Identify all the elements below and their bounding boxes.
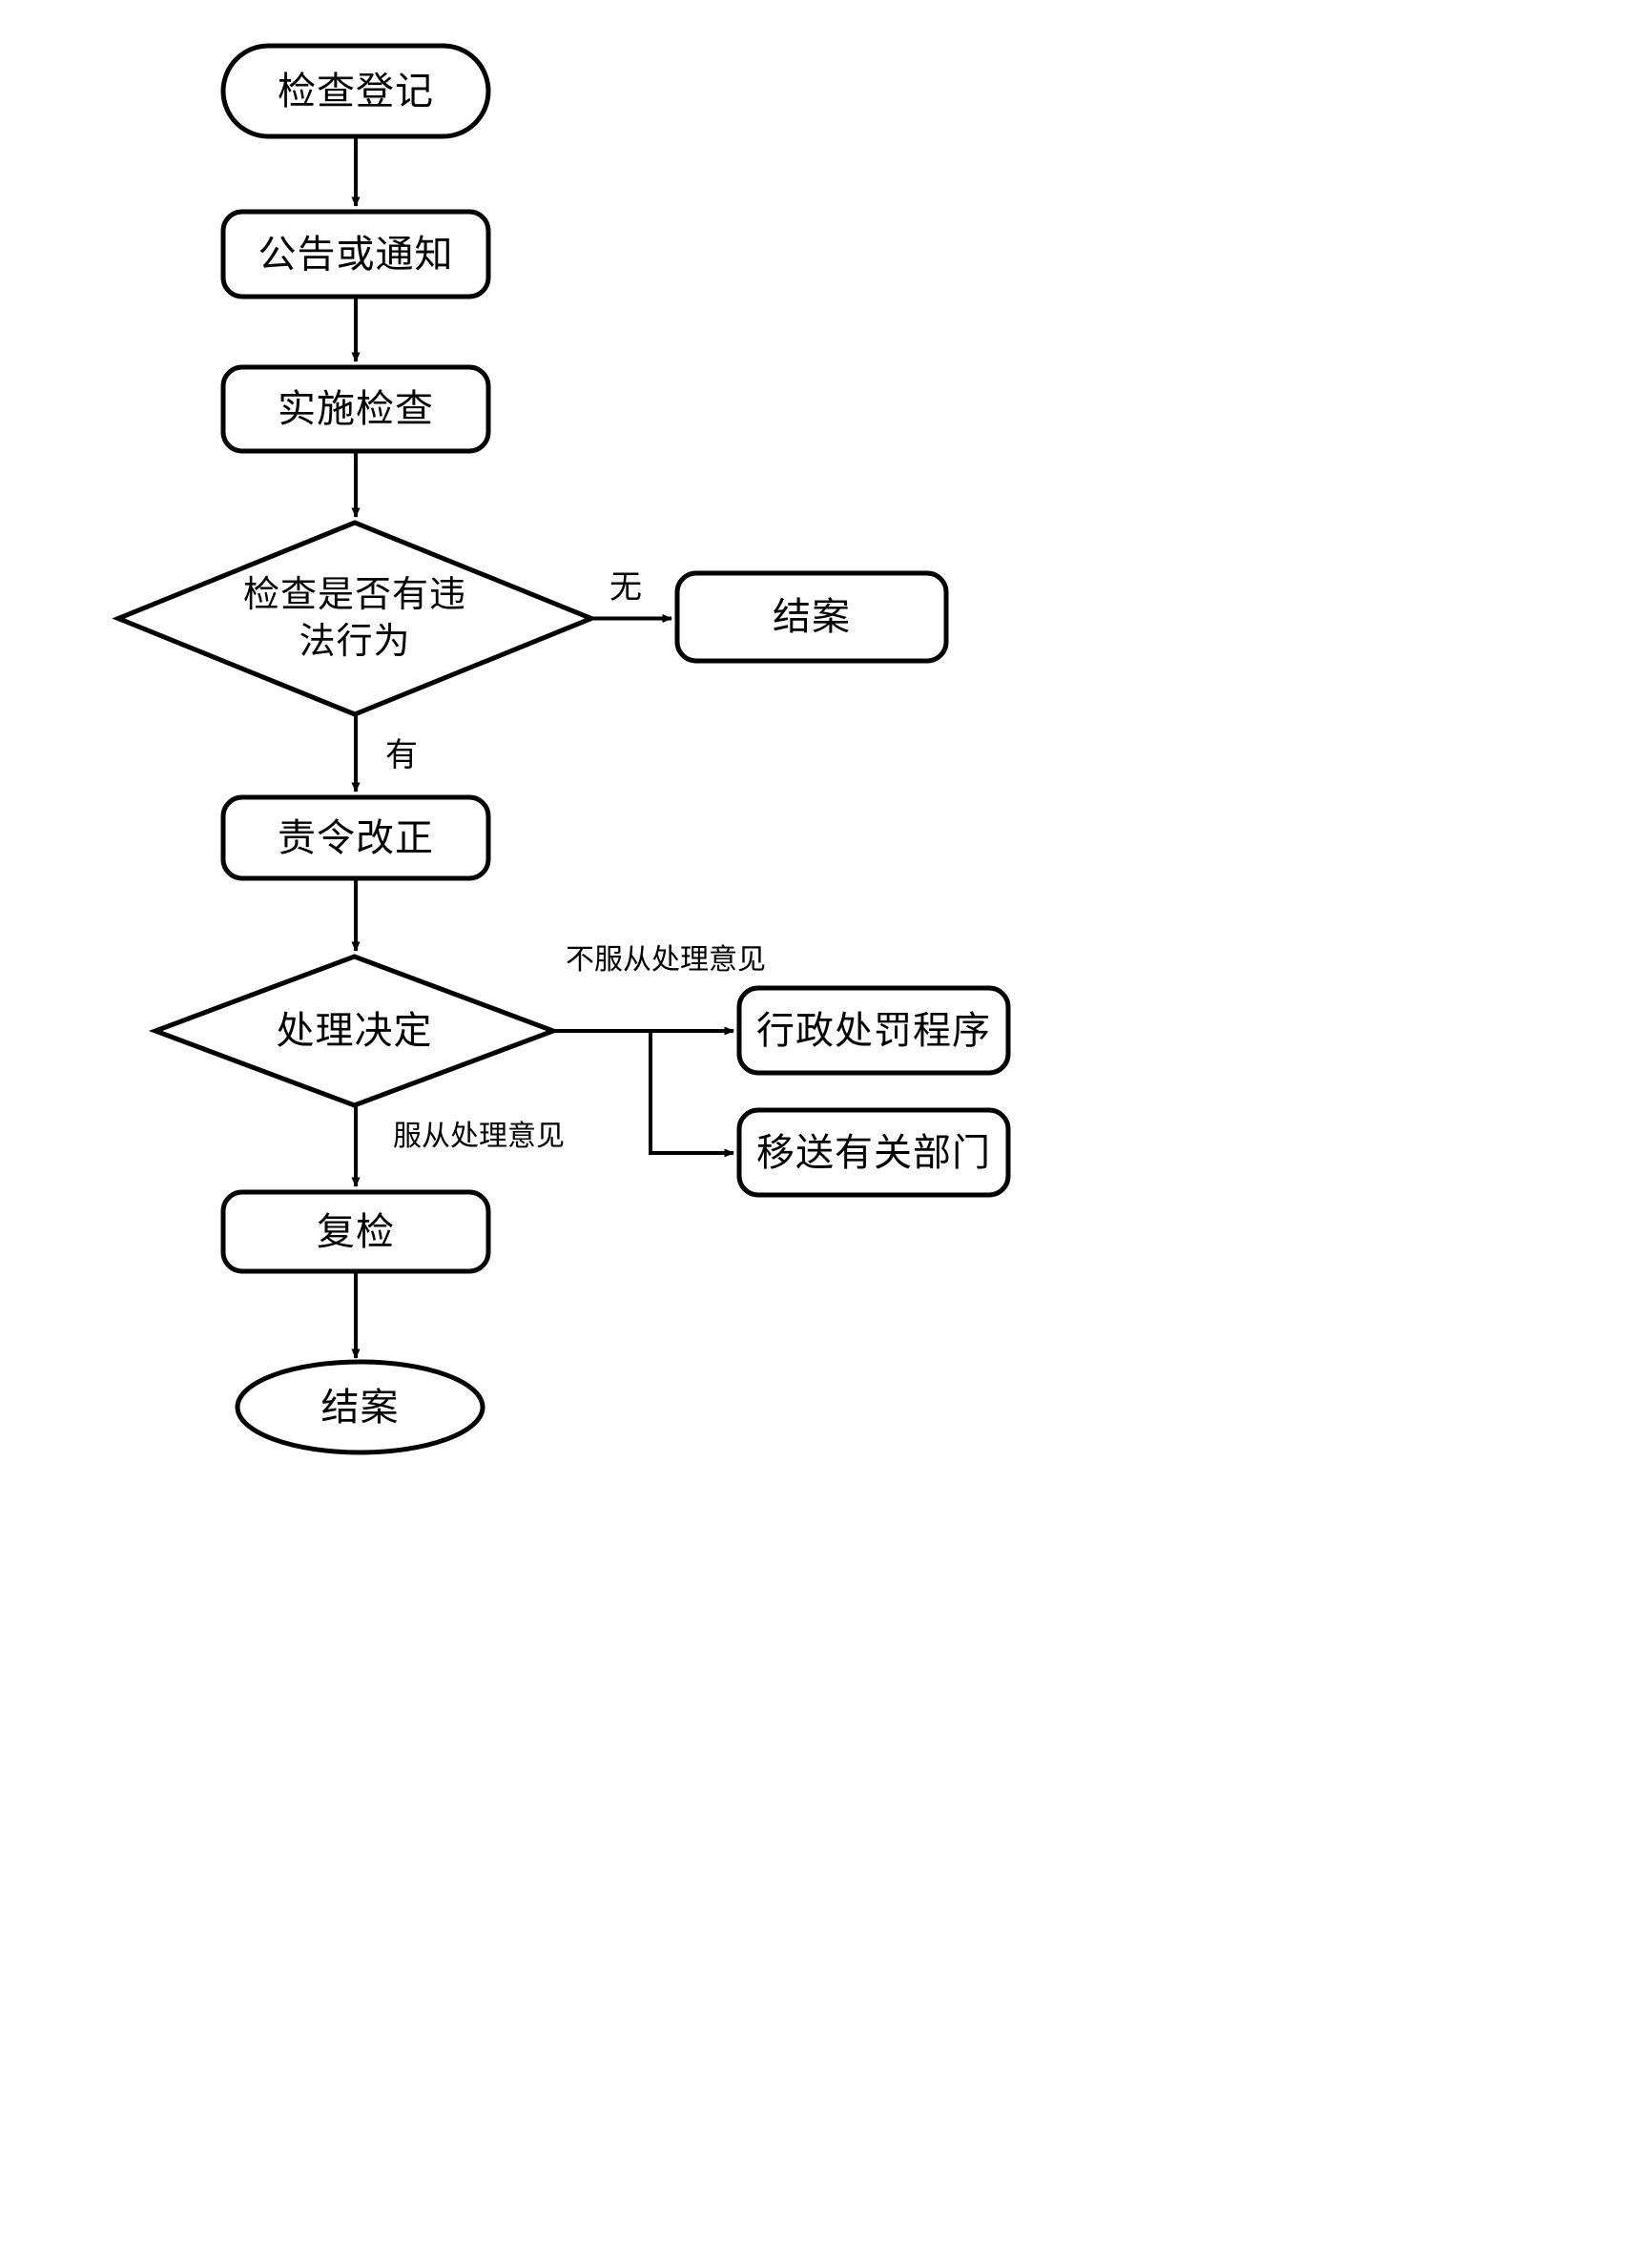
node-shape-order-correction[interactable]	[220, 794, 491, 881]
node-shape-reinspect[interactable]	[220, 1189, 491, 1274]
node-shape-decision-violation[interactable]	[112, 520, 598, 717]
node-shape-transfer-department[interactable]	[736, 1107, 1011, 1198]
node-shape-penalty-procedure[interactable]	[736, 985, 1011, 1076]
node-shape-inspect[interactable]	[220, 364, 491, 454]
node-shape-start[interactable]	[220, 43, 491, 139]
edge-decision-handling-to-transfer-department	[649, 1031, 734, 1158]
node-shape-notice[interactable]	[220, 209, 491, 299]
node-shape-close-case-rect[interactable]	[674, 570, 949, 664]
node-shape-decision-handling[interactable]	[148, 954, 561, 1108]
node-shape-close-case-ellipse[interactable]	[235, 1359, 485, 1455]
